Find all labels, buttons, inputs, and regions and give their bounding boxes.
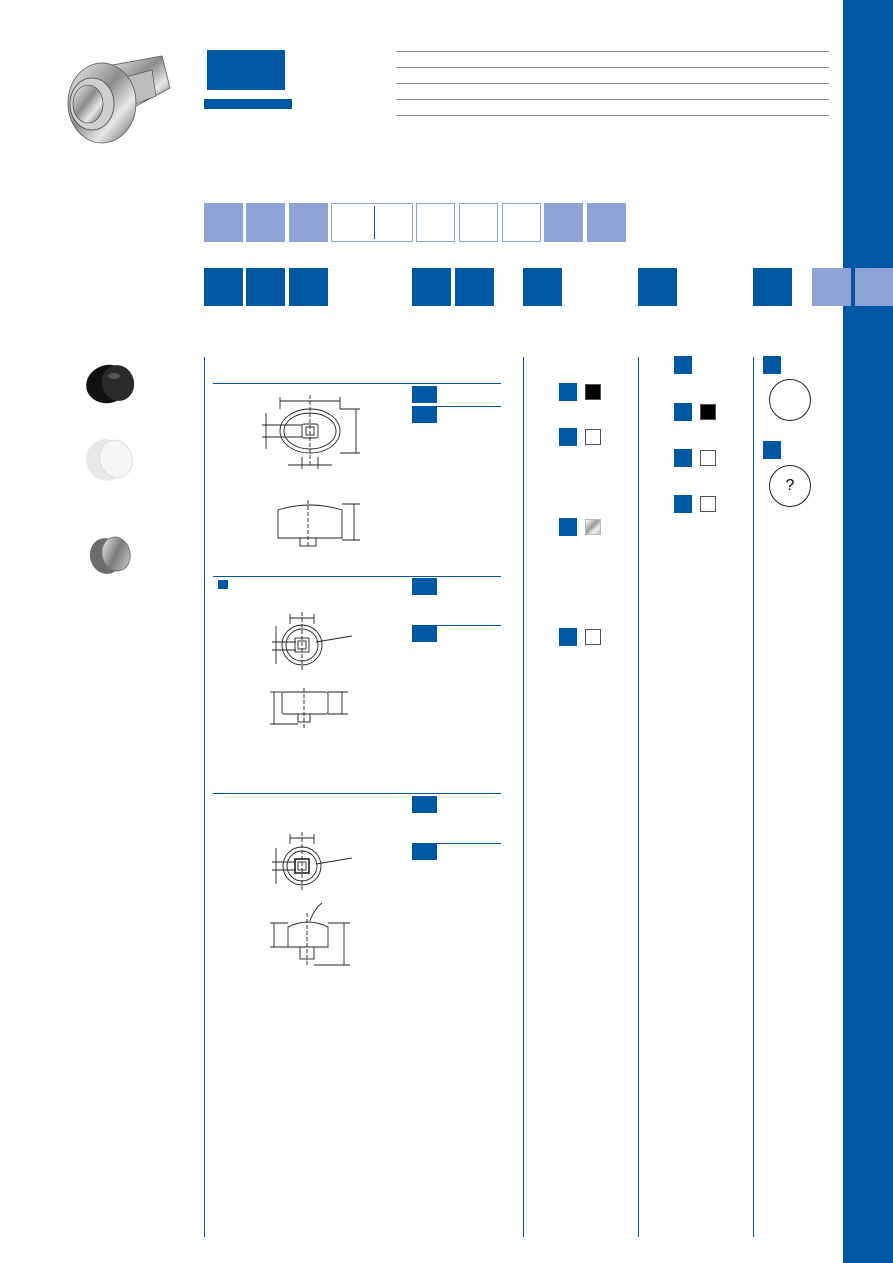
header-cell-color bbox=[638, 268, 677, 306]
color-marker-3 bbox=[674, 449, 692, 467]
section-2-marker-a bbox=[412, 578, 437, 595]
header-cell-ord-2 bbox=[455, 268, 494, 306]
column-line-1 bbox=[204, 357, 205, 1237]
info-line-2 bbox=[396, 67, 829, 68]
section-2-rule-b bbox=[437, 625, 501, 626]
header-cell-dim-1 bbox=[204, 268, 243, 306]
round-cap-top-drawing bbox=[272, 612, 353, 670]
header-cell-dim-3 bbox=[289, 268, 328, 306]
header-cell-ord-1 bbox=[412, 268, 451, 306]
color-marker-2 bbox=[674, 403, 692, 421]
material-marker-3 bbox=[559, 518, 577, 536]
header-cell-dim-2 bbox=[246, 268, 285, 306]
info-line-3 bbox=[396, 83, 829, 84]
section-3-marker-a bbox=[412, 796, 437, 813]
section-3-rule-b bbox=[437, 843, 501, 844]
section-2-rule bbox=[213, 576, 501, 577]
material-marker-1 bbox=[559, 383, 577, 401]
selector-cell-9[interactable] bbox=[587, 203, 626, 242]
section-3-marker-b bbox=[412, 843, 437, 860]
white-cap-photo-icon bbox=[84, 436, 138, 484]
header-cell-extra bbox=[753, 268, 792, 306]
selector-cell-3[interactable] bbox=[289, 203, 328, 242]
section-1-marker-b bbox=[412, 406, 437, 423]
chrome-cap-side-drawing bbox=[270, 902, 350, 966]
material-marker-4 bbox=[559, 628, 577, 646]
section-1-rule-b bbox=[437, 406, 501, 407]
round-cap-side-drawing bbox=[270, 688, 348, 728]
blank-circle-icon[interactable] bbox=[769, 379, 811, 421]
push-button-lock-photo-icon bbox=[52, 48, 172, 146]
extra-marker-2 bbox=[763, 441, 781, 459]
black-cap-photo-icon bbox=[84, 362, 138, 404]
color-swatch-white[interactable] bbox=[700, 450, 716, 466]
material-marker-2 bbox=[559, 428, 577, 446]
header-cell-material bbox=[523, 268, 562, 306]
column-line-4 bbox=[753, 357, 754, 1237]
material-swatch-black[interactable] bbox=[585, 384, 601, 400]
selector-cell-7[interactable] bbox=[502, 203, 541, 242]
section-1-marker-a bbox=[412, 386, 437, 403]
selector-cell-5[interactable] bbox=[416, 203, 455, 242]
section-2-marker-b bbox=[412, 625, 437, 642]
selector-cell-4-divider bbox=[374, 206, 375, 239]
info-line-4 bbox=[396, 99, 829, 100]
selector-cell-8[interactable] bbox=[544, 203, 583, 242]
title-underline bbox=[204, 99, 292, 109]
header-cell-tab-2[interactable] bbox=[855, 268, 893, 306]
chrome-cap-photo-icon bbox=[88, 530, 134, 578]
header-cell-tab-1[interactable] bbox=[812, 268, 851, 306]
extra-marker-1 bbox=[763, 356, 781, 374]
material-swatch-chrome[interactable] bbox=[585, 519, 601, 535]
selector-cell-4[interactable] bbox=[331, 203, 413, 242]
section-3-rule bbox=[213, 793, 501, 794]
info-line-1 bbox=[396, 51, 829, 52]
color-swatch-black[interactable] bbox=[700, 404, 716, 420]
oval-cap-top-drawing bbox=[262, 395, 360, 469]
section-2-small-marker bbox=[218, 580, 228, 589]
material-swatch-white-2[interactable] bbox=[585, 629, 601, 645]
section-1-rule bbox=[213, 383, 501, 384]
info-line-5 bbox=[396, 115, 829, 116]
material-swatch-white[interactable] bbox=[585, 429, 601, 445]
title-block bbox=[207, 50, 285, 90]
question-circle-icon[interactable]: ? bbox=[769, 465, 811, 507]
color-marker-1 bbox=[674, 356, 692, 374]
selector-cell-6[interactable] bbox=[459, 203, 498, 242]
color-swatch-white-2[interactable] bbox=[700, 496, 716, 512]
chrome-cap-top-drawing bbox=[272, 832, 353, 890]
side-band bbox=[843, 0, 893, 1263]
column-line-3 bbox=[638, 357, 639, 1237]
oval-cap-side-drawing bbox=[277, 500, 360, 548]
selector-cell-2[interactable] bbox=[246, 203, 285, 242]
selector-cell-1[interactable] bbox=[204, 203, 243, 242]
column-line-2 bbox=[523, 357, 524, 1237]
color-marker-4 bbox=[674, 495, 692, 513]
question-circle-label: ? bbox=[785, 477, 795, 494]
